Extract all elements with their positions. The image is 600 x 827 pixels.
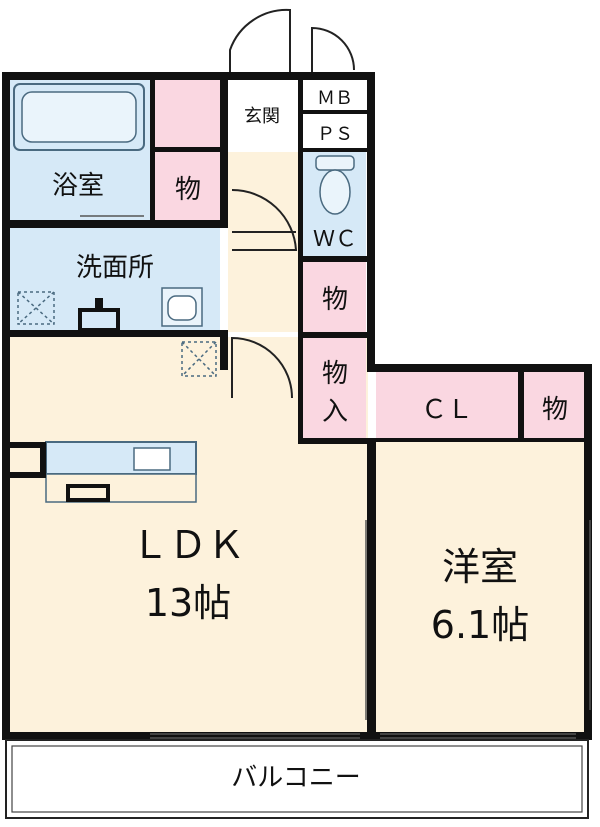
storage-bed-label: 物 — [542, 395, 568, 425]
storage-in-label-2: 入 — [322, 397, 348, 427]
ldk-size-label: 13帖 — [145, 581, 231, 625]
ps-label: ＰＳ — [317, 124, 353, 145]
balcony — [5, 739, 589, 819]
entrance-label: 玄関 — [244, 106, 280, 127]
bathroom-label: 浴室 — [52, 171, 104, 201]
windows — [150, 520, 591, 739]
bathtub-icon — [13, 83, 145, 151]
closet-area — [376, 372, 518, 438]
mb-door[interactable] — [311, 26, 355, 72]
balcony-label: バルコニー — [231, 763, 360, 793]
hall-door-swing[interactable] — [231, 336, 293, 399]
walls — [2, 72, 592, 740]
western-room-area — [376, 440, 586, 734]
wc-label: ＷＣ — [313, 227, 357, 252]
kitchen-counter — [10, 441, 197, 503]
wc-door-swing[interactable] — [231, 188, 298, 251]
western-name-label: 洋室 — [442, 545, 518, 589]
toilet-icon — [315, 155, 355, 215]
storage-hall-label: 物 — [322, 285, 348, 315]
washroom-label: 洗面所 — [76, 253, 154, 283]
mb-label: ＭＢ — [317, 88, 353, 109]
entrance-door[interactable] — [229, 8, 291, 72]
closet-label: ＣＬ — [421, 395, 473, 425]
storage-hall-area — [303, 262, 366, 332]
vent-icon — [181, 341, 217, 377]
ldk-name-label: ＬＤＫ — [131, 523, 245, 567]
washbasin-icon — [161, 287, 203, 327]
storage-bed-area — [524, 372, 586, 438]
storage-in-area — [303, 338, 366, 440]
storage-in-label-1: 物 — [322, 359, 348, 389]
western-size-label: 6.1帖 — [431, 603, 529, 647]
storage-bath-label: 物 — [175, 175, 201, 205]
storage-bath-area — [155, 152, 222, 220]
storage-top-area — [155, 78, 222, 148]
hall-area — [228, 152, 298, 332]
entrance-area — [228, 78, 298, 148]
washer-space-icon — [17, 291, 55, 325]
